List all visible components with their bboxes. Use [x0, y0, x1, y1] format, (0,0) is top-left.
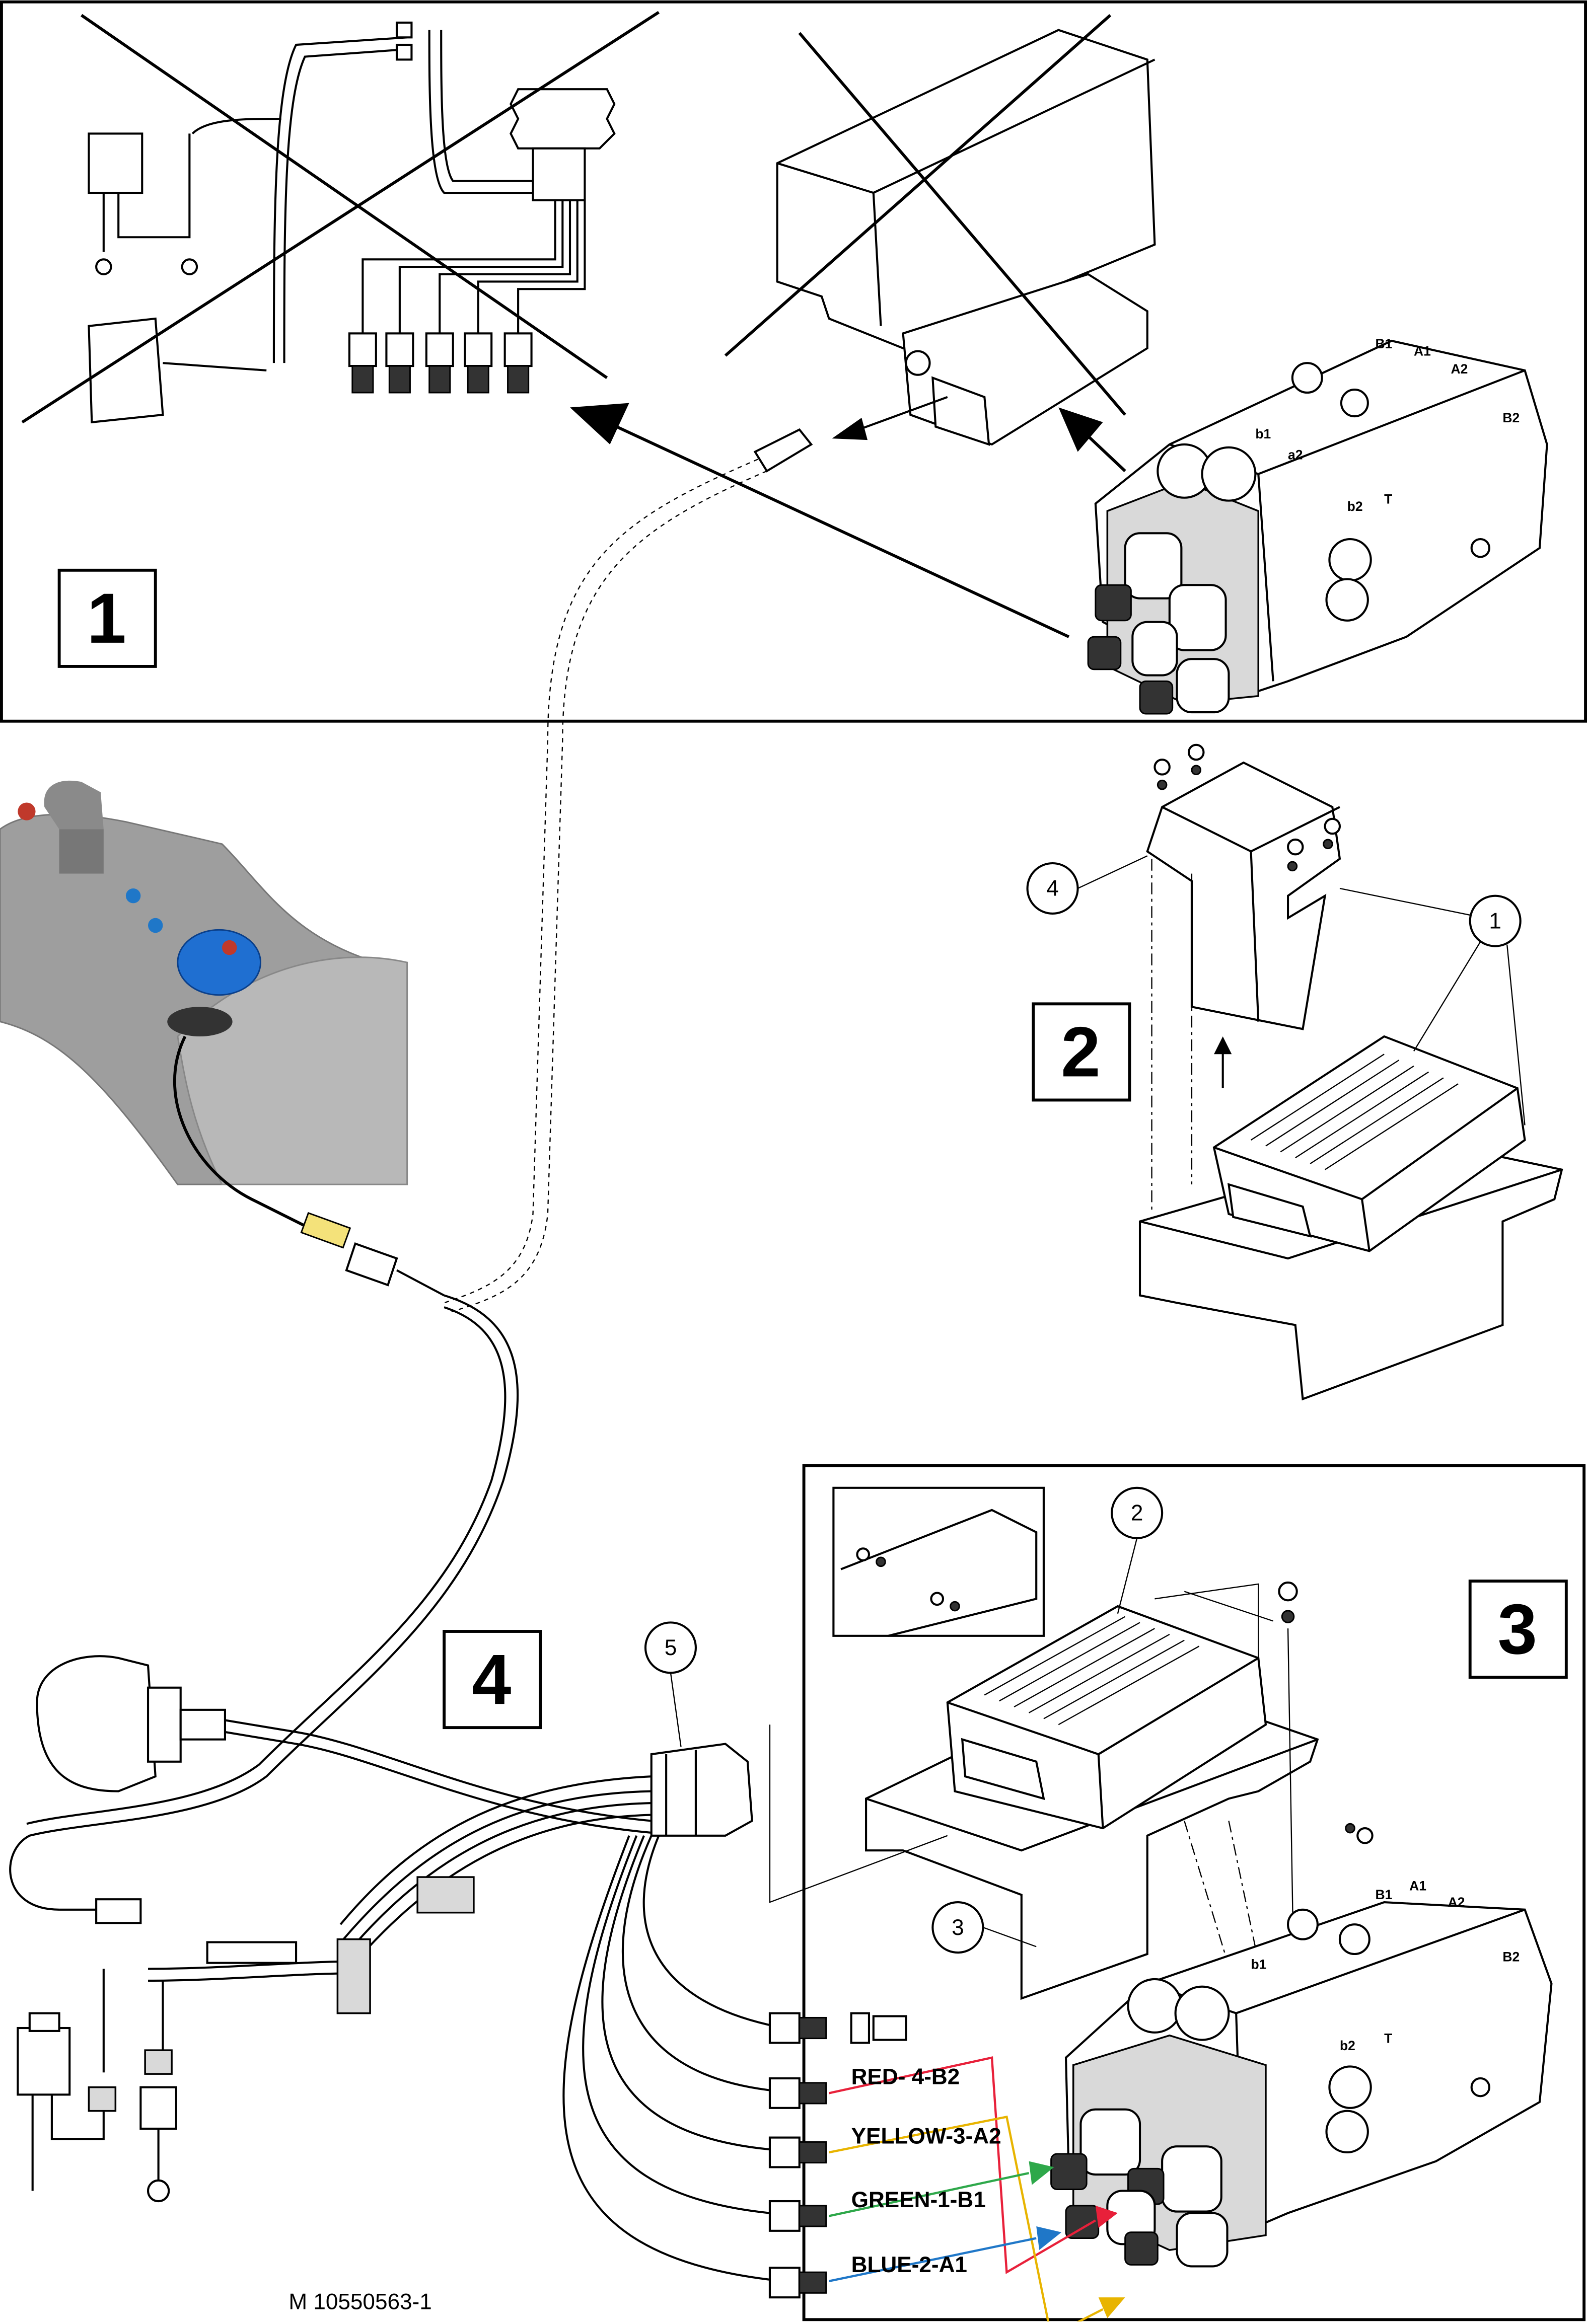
joystick-extension-cable: [26, 1306, 507, 1825]
wire-label-3: BLUE-2-A1: [851, 2253, 967, 2277]
blue-wire-route: [829, 2237, 1037, 2282]
joystick-armrest: [0, 780, 445, 1297]
heatsink-fins: [984, 1616, 1200, 1726]
document-number: M 10550563-1: [288, 2290, 431, 2314]
heatsink-fins: [1250, 1054, 1459, 1170]
detail-inset: [832, 1486, 1045, 1637]
green-wire-route: [829, 2172, 1029, 2217]
wire-label-1: YELLOW-3-A2: [851, 2124, 1001, 2148]
cross-out-line: [724, 14, 1112, 357]
panel-3-assembly: B1 A1 A2 B2 T b2 b1: [865, 1581, 1553, 2268]
red-wire-arrow: [1095, 2205, 1118, 2228]
step-3-label: 3: [1498, 1589, 1538, 1669]
label-t: T: [1384, 492, 1392, 507]
label-a2: A2: [1451, 361, 1468, 377]
wire-label-0: RED- 4-B2: [851, 2065, 960, 2089]
callout-5-text: 5: [665, 1635, 677, 1660]
label-b2: B2: [1502, 410, 1520, 425]
callout-1-bubble: [1469, 894, 1522, 947]
callout-4-text: 4: [1046, 876, 1059, 901]
old-control-box-with-cover: [776, 29, 1156, 446]
relay: [17, 2027, 71, 2096]
label-a2-low: a2: [1288, 447, 1303, 462]
cable-clip: [416, 1876, 475, 1914]
colored-wire-routes: [829, 2056, 1125, 2324]
step-4-box: [443, 1630, 542, 1730]
joystick-extension-cable: [9, 1294, 519, 1911]
label-t-p3: T: [1384, 2031, 1392, 2046]
cable-clip: [336, 1938, 371, 2014]
label-b1-low: b1: [1255, 426, 1271, 441]
callout-1-text: 1: [1489, 909, 1501, 933]
step-2-box: [1032, 1002, 1131, 1102]
step-3-box: [1468, 1580, 1568, 1679]
blue-knob-icon: [177, 929, 261, 996]
new-wiring-harness: [17, 1655, 907, 2299]
blue-wire-arrow: [1036, 2226, 1062, 2251]
label-b1-low-p3: b1: [1251, 1957, 1267, 1972]
old-relay: [88, 132, 143, 194]
dashed-cable-path: [451, 470, 767, 1313]
callout-2-text: 2: [1131, 1501, 1143, 1525]
label-a2-p3: A2: [1448, 1895, 1465, 1910]
callout-3-text: 3: [952, 1915, 964, 1940]
dashed-cable-path: [444, 459, 758, 1304]
cross-out-line: [798, 32, 1126, 416]
cross-out-line: [81, 14, 608, 380]
label-b2-low-p3: b2: [1340, 2038, 1355, 2053]
old-plugs: [348, 332, 533, 394]
harness-plugs: [768, 2012, 907, 2299]
cross-out-line: [21, 11, 660, 424]
wire-label-2: GREEN-1-B1: [851, 2188, 986, 2212]
yellow-connector: [300, 1212, 351, 1249]
label-a1-p3: A1: [1409, 1879, 1426, 1894]
label-a1: A1: [1414, 343, 1431, 358]
yellow-wire-arrow: [1098, 2297, 1125, 2318]
step-1-box: [57, 568, 157, 668]
label-b1: B1: [1376, 336, 1393, 351]
screws: [1153, 743, 1341, 872]
valve-block-top: B1 A1 A2 B2 T b2 a2 b1: [1087, 336, 1548, 715]
label-b2-low: b2: [1347, 499, 1363, 514]
label-b2-p3: B2: [1502, 1950, 1520, 1965]
green-wire-arrow: [1029, 2161, 1054, 2185]
panel-3-frame: [802, 1464, 1586, 2321]
m12-connector: [753, 428, 813, 473]
old-wiring-harness: [88, 21, 616, 424]
joystick-socket: [36, 1655, 157, 1792]
arrows-panel-1: [570, 396, 1126, 638]
step-1-label: 1: [87, 578, 126, 658]
panel-1-frame: [0, 0, 1587, 723]
label-b1-p3: B1: [1376, 1887, 1393, 1902]
step-2-label: 2: [1061, 1012, 1101, 1091]
red-wire-route: [829, 2056, 1096, 2274]
step-4-label: 4: [472, 1639, 512, 1719]
panel-2-assembly: [1138, 743, 1563, 1401]
